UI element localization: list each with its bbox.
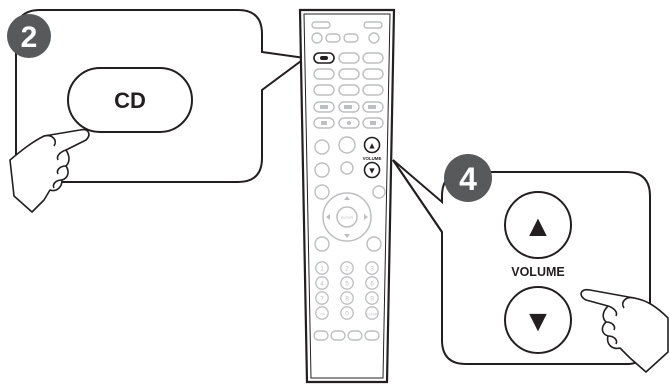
remote-key-label: CLEAR <box>366 312 378 316</box>
remote-key-11[interactable] <box>365 306 379 320</box>
remote-dpad: ENTER <box>322 192 372 242</box>
remote-key-label: +10 <box>319 312 325 316</box>
remote-volume-up-button[interactable] <box>363 136 381 154</box>
remote-volume-up-symbol: ▲ <box>368 141 377 151</box>
remote-key-label: 7 <box>320 295 324 302</box>
remote-key-9[interactable] <box>315 306 329 320</box>
remote-dpad-ring[interactable] <box>322 192 372 242</box>
callout-left: 2 CD <box>7 9 308 213</box>
remote-enter-button[interactable] <box>336 206 358 228</box>
remote-key-label: 8 <box>345 295 349 302</box>
volume-up-symbol: ▲ <box>523 210 553 243</box>
step-4-number: 4 <box>459 161 477 197</box>
callout-right-bubble <box>392 159 651 365</box>
remote-volume-label: VOLUME <box>363 156 382 161</box>
callout-right: 4 ▲ VOLUME ▼ <box>392 154 669 373</box>
volume-down-button[interactable] <box>504 286 572 354</box>
remote-key-label: 4 <box>320 280 324 287</box>
remote-key-3[interactable] <box>315 276 329 290</box>
remote-key-8[interactable] <box>365 291 379 305</box>
volume-up-button[interactable] <box>504 191 572 259</box>
remote-enter-label: ENTER <box>341 216 354 220</box>
remote-key-label: 6 <box>370 280 374 287</box>
remote-key-7[interactable] <box>340 291 354 305</box>
remote-volume-down-symbol: ▼ <box>368 166 377 176</box>
pressing-hand-left-icon <box>9 128 90 213</box>
pressing-hand-right-icon <box>580 288 669 373</box>
volume-down-symbol: ▼ <box>523 305 553 338</box>
step-2-badge <box>7 14 51 58</box>
remote-key-label: 9 <box>370 295 374 302</box>
remote-key-2[interactable] <box>365 261 379 275</box>
remote-inner-rim <box>303 13 391 379</box>
remote-key-6[interactable] <box>315 291 329 305</box>
remote-key-label: 2 <box>345 265 349 272</box>
cd-button-label: CD <box>114 88 146 113</box>
remote-key-10[interactable] <box>340 306 354 320</box>
remote-number-keys: 1 2 3 4 5 6 7 8 9 +10 0 CLEAR <box>315 261 379 320</box>
remote-key-label: 5 <box>345 280 349 287</box>
remote-volume-down-button[interactable] <box>363 161 381 179</box>
remote-key-label: 3 <box>370 265 374 272</box>
remote-key-1[interactable] <box>340 261 354 275</box>
volume-label: VOLUME <box>511 265 564 279</box>
step-2-number: 2 <box>21 21 38 54</box>
remote-key-5[interactable] <box>365 276 379 290</box>
remote-key-4[interactable] <box>340 276 354 290</box>
remote-control: ▲ VOLUME ▼ ENTER 1 2 3 4 5 6 7 8 9 +10 0 CLEAR <box>298 8 396 384</box>
remote-key-label: 0 <box>345 310 349 317</box>
remote-key-label: 1 <box>320 265 324 272</box>
step-4-badge <box>444 154 492 202</box>
remote-key-0[interactable] <box>315 261 329 275</box>
cd-button[interactable] <box>67 67 193 133</box>
remote-volume-controls: ▲ VOLUME ▼ <box>363 136 382 179</box>
